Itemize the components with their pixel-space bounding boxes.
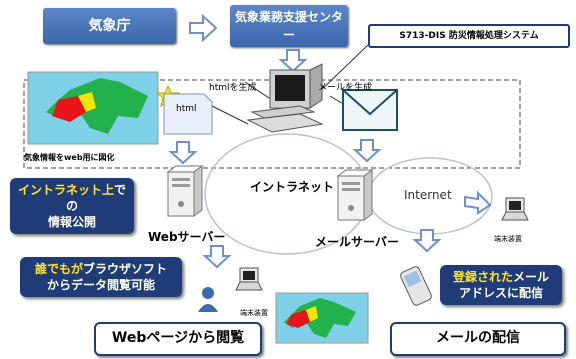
callout-text: アドレスに配信	[458, 286, 543, 300]
mail-delivery-callout: 登録されたメール アドレスに配信	[440, 265, 562, 305]
html-generate-label: htmlを生成	[209, 83, 257, 93]
right-arrow-icon	[189, 13, 218, 43]
document-icon	[163, 93, 213, 135]
terminal-bottom-label: 端末装置	[240, 309, 268, 317]
right-arrow-icon	[464, 190, 492, 215]
center-label: 気象業務支援センター	[234, 10, 343, 42]
callout-highlight: 登録された	[452, 270, 513, 284]
center-box: 気象業務支援センター	[230, 5, 348, 47]
map-image	[275, 292, 369, 344]
person-icon	[198, 287, 218, 312]
laptop-icon	[235, 267, 263, 291]
web-server-label: Webサーバー	[148, 230, 226, 244]
laptop-icon	[501, 197, 529, 221]
intranet-publish-callout: イントラネット上での 情報公開	[10, 178, 134, 234]
jma-box: 気象庁	[43, 8, 176, 44]
down-arrow-icon	[204, 245, 230, 268]
map-image	[27, 71, 159, 145]
server-icon	[167, 165, 203, 217]
callout-text: での	[65, 183, 127, 213]
down-arrow-icon	[354, 139, 380, 162]
mail-generate-label: メールを生成	[318, 83, 373, 93]
callout-text: メール	[513, 270, 550, 284]
callout-text: からデータ閲覧可能	[46, 278, 155, 292]
callout-highlight: イントラネット上	[17, 183, 114, 197]
computer-icon	[246, 63, 324, 133]
internet-label: Internet	[404, 188, 452, 202]
callout-highlight: 誰でもが	[34, 262, 83, 276]
html-icon-label: html	[176, 104, 197, 114]
mobile-phone-icon	[400, 266, 432, 306]
down-arrow-icon	[170, 141, 196, 164]
callout-text: 情報公開	[47, 215, 96, 229]
intranet-label: イントラネット	[250, 180, 335, 194]
envelope-icon	[342, 89, 398, 131]
system-box: S713-DIS 防災情報処理システム	[368, 24, 570, 48]
mail-delivery-box: メールの配信	[390, 322, 566, 356]
down-arrow-icon	[280, 49, 306, 72]
browser-access-callout: 誰でもがブラウザソフト からデータ閲覧可能	[20, 257, 182, 297]
callout-text: ブラウザソフト	[83, 262, 168, 276]
web-view-box: Webページから閲覧	[94, 322, 262, 356]
server-icon	[337, 169, 373, 221]
terminal-right-label: 端末装置	[494, 235, 522, 243]
map-caption: 気象情報をweb用に図化	[24, 153, 115, 162]
mail-server-label: メールサーバー	[315, 235, 399, 249]
